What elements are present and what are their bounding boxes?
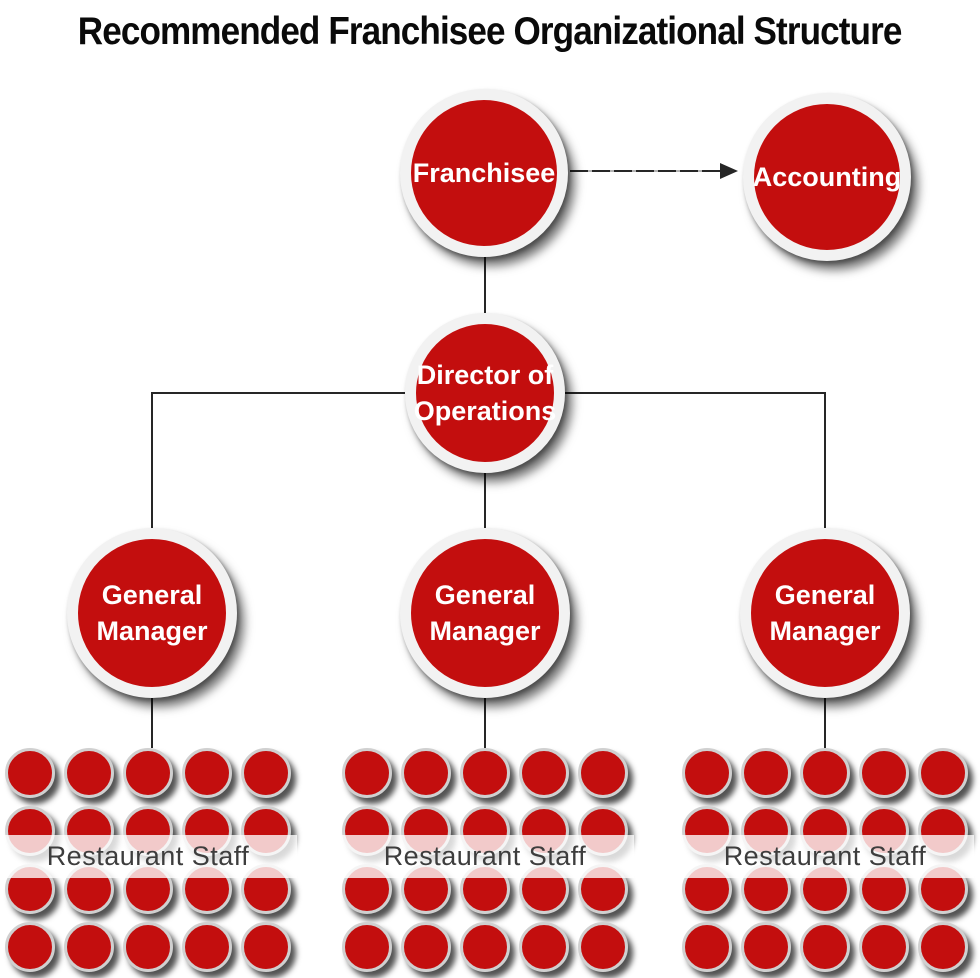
arrow-head-icon [720,163,738,179]
staff-circle [342,748,392,798]
staff-band-label: Restaurant Staff [723,841,927,871]
staff-circle [64,748,114,798]
staff-circle [918,748,968,798]
staff-circle [5,922,55,972]
staff-circle [123,748,173,798]
connector-director-gm-middle [484,471,486,528]
staff-group-right: Restaurant Staff [676,748,974,972]
connector-franchisee-director [484,257,486,313]
staff-circle [401,922,451,972]
node-general-manager-left: General Manager [67,528,237,698]
staff-group-middle: Restaurant Staff [336,748,634,972]
staff-circle [741,922,791,972]
staff-circle [519,922,569,972]
arrow-franchisee-accounting [570,170,722,172]
staff-circle [241,748,291,798]
staff-group-left: Restaurant Staff [0,748,297,972]
staff-band: Restaurant Staff [336,835,634,878]
staff-circle [519,748,569,798]
staff-circle [859,922,909,972]
page-title: Recommended Franchisee Organizational St… [0,10,980,54]
node-gm-left-label: General Manager [96,579,208,646]
staff-circle [460,748,510,798]
staff-circle [342,922,392,972]
staff-circle [460,922,510,972]
staff-circle [5,748,55,798]
staff-circle [123,922,173,972]
staff-circle [800,922,850,972]
staff-circle [682,922,732,972]
staff-circle [401,748,451,798]
staff-band: Restaurant Staff [676,835,974,878]
connector-gm-middle-staff [484,696,486,748]
staff-circle [64,922,114,972]
node-accounting: Accounting [743,93,911,261]
staff-circle [182,922,232,972]
staff-circle [682,748,732,798]
staff-grid [5,748,291,972]
connector-down-gm-left [151,392,153,528]
staff-circle [578,922,628,972]
staff-circle [578,748,628,798]
staff-circle [182,748,232,798]
node-director-label: Director of Operations [413,359,557,426]
node-franchisee: Franchisee [400,89,568,257]
page-title-text: Recommended Franchisee Organizational St… [78,10,903,53]
connector-down-gm-right [824,392,826,528]
node-general-manager-middle: General Manager [400,528,570,698]
staff-circle [800,748,850,798]
node-gm-right-label: General Manager [769,579,881,646]
node-franchisee-label: Franchisee [412,157,556,188]
connector-director-right-horizontal [565,392,825,394]
staff-circle [741,748,791,798]
staff-band-label: Restaurant Staff [46,841,250,871]
staff-band-label: Restaurant Staff [383,841,587,871]
staff-circle [918,922,968,972]
connector-gm-right-staff [824,696,826,748]
node-gm-middle-label: General Manager [429,579,541,646]
connector-director-left-horizontal [152,392,405,394]
connector-gm-left-staff [151,696,153,748]
staff-circle [859,748,909,798]
node-accounting-label: Accounting [752,161,902,192]
staff-band: Restaurant Staff [0,835,297,878]
node-general-manager-right: General Manager [740,528,910,698]
node-director-of-operations: Director of Operations [405,313,565,473]
staff-circle [241,922,291,972]
staff-grid [682,748,968,972]
